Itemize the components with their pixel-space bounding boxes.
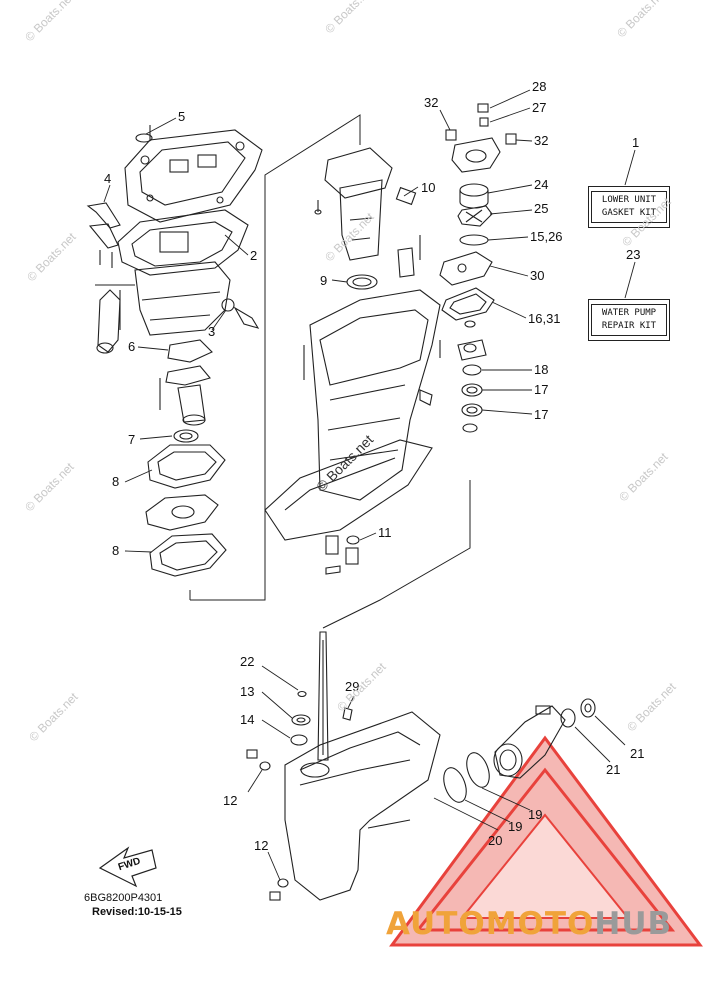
- callout-29: 29: [345, 679, 360, 694]
- callout-9: 9: [320, 273, 328, 288]
- callout-27: 27: [532, 100, 547, 115]
- callout-19a: 19: [528, 807, 543, 822]
- callout-1: 1: [632, 135, 640, 150]
- callout-2: 2: [250, 248, 258, 263]
- callout-7: 7: [128, 432, 136, 447]
- callout-8a: 8: [112, 474, 120, 489]
- callout-11: 11: [378, 525, 392, 540]
- callout-16-31: 16,31: [528, 311, 561, 326]
- lower-unit-gasket-kit-box: LOWER UNIT GASKET KIT: [588, 186, 670, 228]
- callout-25: 25: [534, 201, 549, 216]
- callout-18: 18: [534, 362, 549, 377]
- kit-line: WATER PUMP: [601, 308, 657, 318]
- callout-20: 20: [488, 833, 503, 848]
- callout-17a: 17: [534, 382, 549, 397]
- upper-gasket-plate: [86, 125, 263, 577]
- callout-19b: 19: [508, 819, 523, 834]
- part-code: 6BG8200P4301: [84, 892, 163, 904]
- fwd-arrow-icon: [98, 846, 157, 888]
- lower-unit-gearcase: [246, 631, 596, 901]
- water-pump-repair-kit-box: WATER PUMP REPAIR KIT: [588, 299, 670, 341]
- callout-10: 10: [421, 180, 436, 195]
- kit-line: GASKET KIT: [601, 208, 657, 218]
- callout-4: 4: [104, 171, 112, 186]
- callout-12a: 12: [223, 793, 238, 808]
- callout-21b: 21: [606, 762, 621, 777]
- kit-line: LOWER UNIT: [601, 195, 657, 205]
- brand-part1: AUTOMOTO: [386, 906, 595, 942]
- callout-21a: 21: [630, 746, 645, 761]
- kit-line: REPAIR KIT: [601, 321, 657, 331]
- revised-date: Revised:10-15-15: [92, 906, 182, 918]
- water-pump-assembly: [439, 103, 517, 433]
- callout-22: 22: [240, 654, 255, 669]
- callout-14: 14: [240, 712, 255, 727]
- callout-24: 24: [534, 177, 549, 192]
- brand-triangle-icon: [389, 735, 703, 947]
- callout-6: 6: [128, 339, 136, 354]
- brand-logo-text: AUTOMOTOHUB: [386, 906, 672, 942]
- callout-5: 5: [178, 109, 186, 124]
- callout-30: 30: [530, 268, 545, 283]
- callout-15-26: 15,26: [530, 229, 563, 244]
- callout-17b: 17: [534, 407, 549, 422]
- callout-12b: 12: [254, 838, 269, 853]
- callout-23: 23: [626, 247, 641, 262]
- callout-32b: 32: [534, 133, 549, 148]
- callout-3: 3: [208, 324, 216, 339]
- brand-part2: HUB: [594, 906, 673, 942]
- callout-32a: 32: [424, 95, 439, 110]
- assembly-boundary-lines: [189, 114, 471, 629]
- callout-13: 13: [240, 684, 255, 699]
- callout-8b: 8: [112, 543, 120, 558]
- upper-casing: [264, 147, 441, 575]
- callout-28: 28: [532, 79, 547, 94]
- leader-lines: [103, 89, 636, 881]
